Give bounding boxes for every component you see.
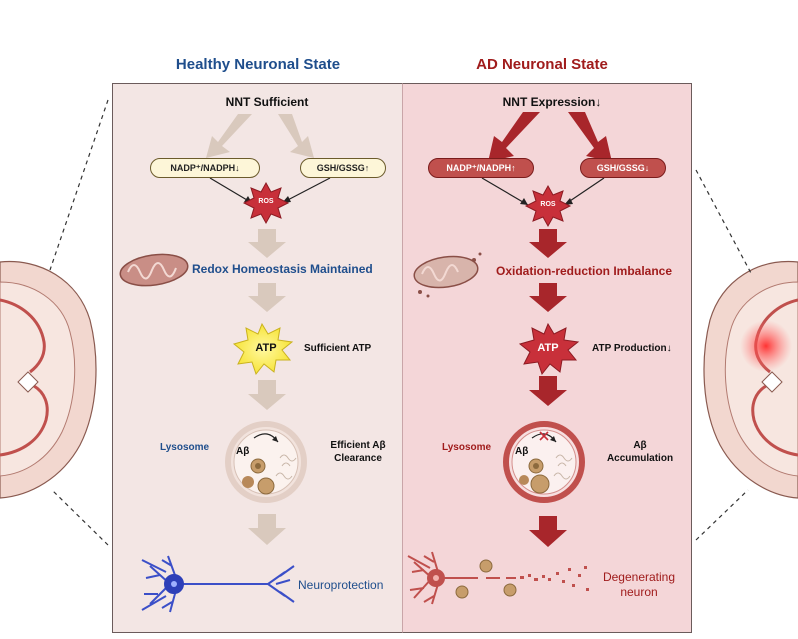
lysosome-label: Lysosome <box>442 442 492 453</box>
gsh-ratio-pill: GSH/GSSG↓ <box>580 158 666 178</box>
nadp-ratio-pill: NADP⁺/NADPH↑ <box>428 158 534 178</box>
dashed-connector-right-bottom <box>695 489 749 541</box>
abeta-label: Aβ <box>236 446 250 457</box>
redox-imbalance-label: Oxidation-reduction Imbalance <box>496 264 673 278</box>
ad-split-arrows <box>488 112 612 162</box>
healthy-neuron-icon <box>141 555 295 613</box>
neuroprotection-label: Neuroprotection <box>298 578 384 592</box>
atp-burst-icon <box>232 322 294 376</box>
ros-label: ROS <box>258 198 274 205</box>
nnt-sufficient-label: NNT Sufficient <box>225 95 309 109</box>
ad-flow-arrows <box>529 229 567 547</box>
atp-label: ATP <box>537 342 559 354</box>
left-brain-slice-icon <box>0 260 97 499</box>
gsh-ratio-pill: GSH/GSSG↑ <box>300 158 386 178</box>
right-brain-slice-icon <box>703 260 798 499</box>
lysosome-label: Lysosome <box>160 442 210 453</box>
clearance-label-line2: Clearance <box>334 453 382 464</box>
mitochondrion-icon <box>119 253 189 287</box>
accumulation-label-line2: Accumulation <box>606 453 674 464</box>
atp-burst-icon <box>518 322 580 376</box>
lesion-hotspot-icon <box>740 320 792 372</box>
dashed-connector-right-top <box>695 169 753 276</box>
dashed-connector-left-top <box>49 99 109 271</box>
damaged-mitochondrion-icon <box>413 252 482 298</box>
sufficient-atp-label: Sufficient ATP <box>304 343 372 354</box>
degenerating-label-line2: neuron <box>620 585 658 599</box>
abeta-label: Aβ <box>515 446 529 457</box>
ros-burst-icon <box>242 181 290 225</box>
nadp-ratio-pill: NADP⁺/NADPH↓ <box>150 158 260 178</box>
degenerating-label-line1: Degenerating <box>602 570 676 584</box>
ros-label: ROS <box>540 201 556 208</box>
lysosome-icon <box>225 421 307 503</box>
accumulation-label-line1: Aβ <box>633 440 647 451</box>
healthy-state-title: Healthy Neuronal State <box>175 56 341 73</box>
atp-label: ATP <box>255 342 277 354</box>
clearance-label-line1: Efficient Aβ <box>330 440 386 451</box>
lysosome-icon <box>503 421 585 503</box>
healthy-split-arrows <box>206 114 314 158</box>
degenerating-neuron-icon <box>407 551 589 605</box>
healthy-flow-arrows <box>248 229 286 545</box>
redox-homeostasis-label: Redox Homeostasis Maintained <box>192 262 373 276</box>
ad-state-title: AD Neuronal State <box>476 56 608 73</box>
atp-production-label: ATP Production↓ <box>592 343 672 354</box>
ros-burst-icon <box>524 184 572 228</box>
nnt-expression-label: NNT Expression↓ <box>502 95 602 109</box>
dashed-connector-left-bottom <box>51 489 109 546</box>
